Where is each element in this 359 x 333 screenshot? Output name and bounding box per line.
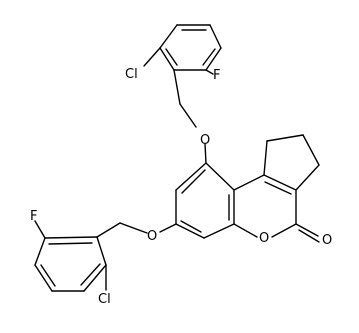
bond <box>173 69 181 105</box>
bond-double <box>202 48 216 66</box>
coumarin-benzene-ring <box>175 162 235 239</box>
bottom-aryl-ring <box>34 236 107 292</box>
bond <box>175 223 205 239</box>
bond <box>203 223 235 239</box>
bond <box>271 223 297 238</box>
bond <box>83 264 107 292</box>
bond <box>209 24 222 49</box>
bond <box>179 103 197 128</box>
top-aryl-ring <box>159 24 222 71</box>
atom-label-f: F <box>213 68 220 83</box>
bond <box>302 134 320 166</box>
bond <box>159 24 178 49</box>
bond <box>34 237 46 266</box>
atom-label-cl: Cl <box>125 67 138 82</box>
bond <box>205 47 222 71</box>
bond <box>34 264 53 292</box>
bond <box>233 174 265 191</box>
atom-label-o: O <box>200 133 210 148</box>
bond <box>159 47 175 71</box>
bond <box>205 162 235 191</box>
bond <box>96 236 107 266</box>
atom-label-o: O <box>259 231 269 246</box>
bond <box>233 223 258 238</box>
bond-double <box>165 48 178 66</box>
bond-double <box>80 263 101 286</box>
bond <box>175 162 207 191</box>
bond-double <box>40 264 56 287</box>
bond <box>205 69 214 75</box>
atom-label-cl: Cl <box>98 292 111 307</box>
bond <box>204 143 207 164</box>
cyclopentene-ring <box>263 134 320 191</box>
bond-double <box>181 169 206 194</box>
bond <box>295 164 320 191</box>
bond <box>119 222 148 234</box>
bond <box>34 220 46 239</box>
atom-label-o: O <box>322 233 332 248</box>
atom-label-o: O <box>147 229 157 244</box>
atom-label-f: F <box>30 209 37 224</box>
bond <box>96 222 121 238</box>
bond <box>295 223 319 237</box>
bond-double <box>180 220 202 233</box>
bond-double <box>298 229 320 243</box>
bond <box>263 140 268 176</box>
bond <box>143 47 161 67</box>
bond <box>159 223 177 233</box>
bond <box>266 134 304 142</box>
bond-double <box>264 181 292 195</box>
bond <box>44 236 98 239</box>
pyranone-ring <box>233 174 297 238</box>
bond <box>263 174 297 191</box>
bond-double <box>48 242 93 245</box>
